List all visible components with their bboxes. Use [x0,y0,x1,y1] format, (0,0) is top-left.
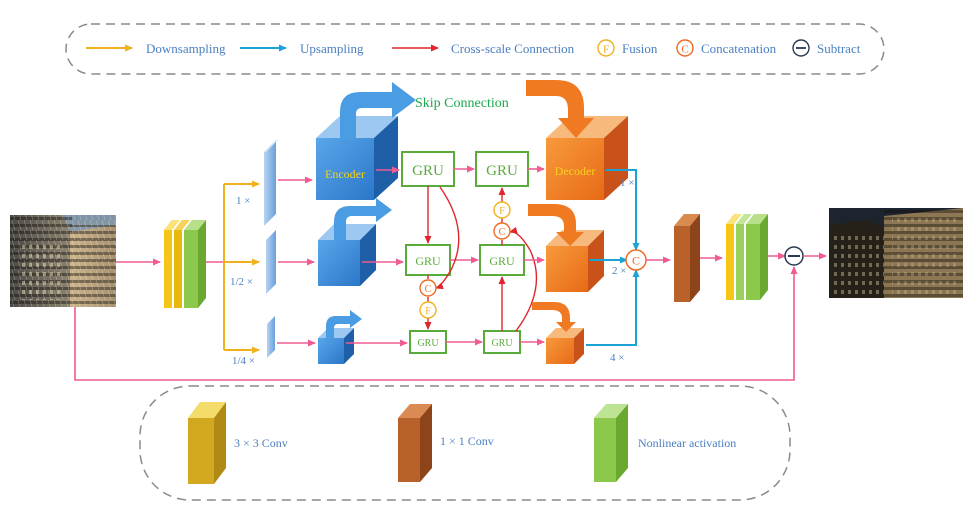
svg-text:GRU: GRU [415,254,441,268]
svg-text:F: F [603,44,609,56]
input-image [10,215,116,307]
skip-arrow-decoder-large [526,80,594,138]
svg-text:C: C [425,284,432,295]
residual-connection [74,266,798,381]
nonlinear-layer [746,214,768,300]
encoder-block-half [318,224,376,286]
skip-arrow-large [340,82,416,140]
gru-encoder-1x: GRU [401,151,455,187]
encoder-block: Encoder [316,116,398,200]
conv3-layer [726,214,742,300]
decoder-block-quarter [546,328,584,364]
scale-label-half: 1/2 × [230,276,253,288]
scale-label-1x: 1 × [236,195,250,207]
gru-encoder-quarter: GRU [409,330,447,354]
skip-connection-label: Skip Connection [415,96,509,111]
decoder-block: Decoder [546,116,628,200]
fusion-icon: F [493,201,511,219]
concatenation-icon: C [625,249,647,271]
nonlinear-layer [736,214,752,300]
gru-decoder-quarter: GRU [483,330,521,354]
input-conv-stack [164,220,206,308]
cross-scale-label: Cross-scale Connection [451,41,575,56]
gru-encoder-half: GRU [405,244,451,276]
concatenation-icon: C [493,222,511,240]
decoder-label: Decoder [555,164,596,178]
conv3-layer [164,220,180,308]
downsampling-label: Downsampling [146,41,226,56]
bottom-legend-frame [139,385,791,501]
subtract-label: Subtract [817,41,861,56]
svg-text:F: F [499,206,505,217]
upsample-label-4x: 4 × [610,352,624,364]
concatenation-label: Concatenation [701,41,777,56]
nonlinear-layer [184,220,206,308]
skip-arrow-small [326,310,362,338]
bottom-legend: 3 × 3 Conv 1 × 1 Conv Nonlinear activati… [139,385,791,501]
svg-text:C: C [499,227,506,238]
svg-text:C: C [632,254,640,268]
fusion-icon: F [597,39,615,57]
skip-arrow-decoder-medium [528,204,584,246]
svg-text:F: F [425,306,431,317]
concatenation-icon: C [676,39,694,57]
skip-arrow-decoder-small [532,302,576,332]
svg-text:GRU: GRU [486,163,518,179]
gru-decoder-half: GRU [479,244,525,276]
svg-text:C: C [681,44,688,56]
feature-map-quarter [267,316,275,358]
svg-text:GRU: GRU [412,163,444,179]
svg-text:GRU: GRU [417,338,439,349]
nonlinear-legend-label: Nonlinear activation [638,436,736,450]
conv3-legend-label: 3 × 3 Conv [234,436,288,450]
conv1-legend-label: 1 × 1 Conv [440,434,494,448]
feature-map-half [266,230,276,294]
fusion-label: Fusion [622,41,658,56]
subtract-icon [784,246,804,266]
conv1-layer [674,214,700,302]
upsample-label-1x: 1 × [620,177,634,189]
conv1-legend-icon [398,404,432,482]
upsample-label-2x: 2 × [612,265,626,277]
upsampling-connections [586,169,640,346]
concatenation-icon: C [419,279,437,297]
encoder-block-quarter [318,328,354,364]
encoder-label: Encoder [325,167,365,181]
upsampling-label: Upsampling [300,41,364,56]
conv3-layer [174,220,190,308]
fusion-icon: F [419,301,437,319]
skip-arrow-medium [334,198,392,240]
scale-label-quarter: 1/4 × [232,355,255,367]
top-legend: Downsampling Upsampling Cross-scale Conn… [65,23,885,75]
svg-text:GRU: GRU [489,254,515,268]
svg-text:GRU: GRU [491,338,513,349]
cross-scale-connections [424,186,538,332]
conv3-legend-icon [188,402,226,484]
output-conv-stack [726,214,768,300]
gru-decoder-1x: GRU [475,151,529,187]
downsampling-branches [223,180,260,354]
nonlinear-legend-icon [594,404,628,482]
subtract-icon [792,39,810,57]
feature-map-1x [264,140,278,226]
top-legend-frame [65,23,885,75]
output-image [829,208,963,298]
